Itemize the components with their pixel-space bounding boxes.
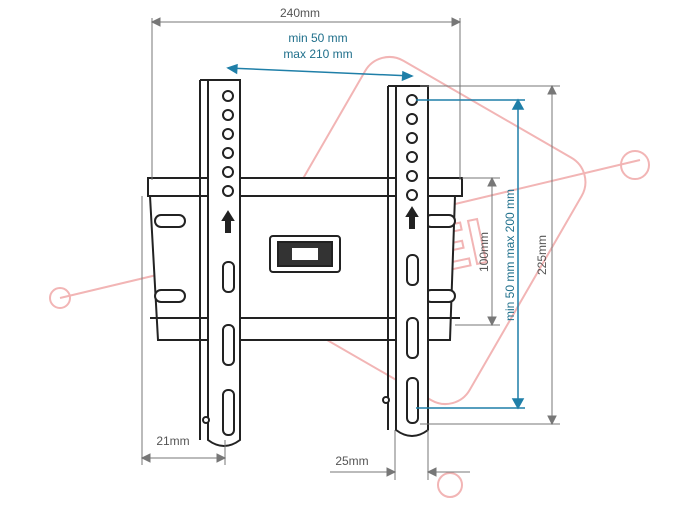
right-arm <box>382 85 429 437</box>
right-arm-slot <box>406 377 419 424</box>
wall-gap-label: 25mm <box>335 454 368 468</box>
left-arm-hole <box>222 109 234 121</box>
left-arm-slot <box>222 389 235 436</box>
overall-height-arrowheads <box>547 84 557 426</box>
right-arm-hole <box>406 94 418 106</box>
overall-width-label: 240mm <box>280 6 320 20</box>
right-arm-slot <box>406 317 419 359</box>
dimension-lines <box>140 17 560 480</box>
right-arm-hole <box>406 170 418 182</box>
right-arm-hole <box>406 132 418 144</box>
left-arm-hole <box>222 185 234 197</box>
wall-slot-right-bottom <box>424 289 456 303</box>
vesa-dimension-lines <box>226 63 525 410</box>
right-arm-screw <box>382 396 390 404</box>
left-arm-hole <box>222 128 234 140</box>
left-arm-screw <box>202 416 210 424</box>
watermark-circle-right <box>620 150 650 180</box>
right-arm-slot <box>406 254 419 286</box>
up-arrow-icon <box>405 206 419 229</box>
overall-height-label: 225mm <box>535 235 549 275</box>
plate-height-arrowheads <box>487 176 497 327</box>
watermark-circle-left <box>49 287 71 309</box>
vesa-horizontal-max-label: max 210 mm <box>283 47 352 61</box>
left-arm-hole <box>222 90 234 102</box>
arm-depth-label: 21mm <box>156 434 189 448</box>
right-arm-hole <box>406 113 418 125</box>
arm-depth-arrowheads <box>140 453 227 463</box>
watermark-frame <box>248 56 587 405</box>
width-arrowheads <box>150 17 462 27</box>
wall-gap-arrowheads <box>386 467 437 477</box>
plate-height-label: 100mm <box>477 232 491 272</box>
wall-slot-left-bottom <box>154 289 186 303</box>
wall-slot-right-top <box>424 214 456 228</box>
watermark-circle-bottom <box>437 472 463 498</box>
left-arm-slot <box>222 261 235 293</box>
left-arm <box>199 79 241 447</box>
bubble-level-window <box>292 248 318 260</box>
left-arm-hole <box>222 166 234 178</box>
vesa-horizontal-min-label: min 50 mm <box>288 31 347 45</box>
right-arm-hole <box>406 151 418 163</box>
vesa-vertical-label: min 50 mm max 200 mm <box>503 189 517 321</box>
left-arm-slot <box>222 324 235 366</box>
wall-slot-left-top <box>154 214 186 228</box>
vesa-horizontal-line <box>227 67 413 77</box>
vesa-vertical-arrowheads <box>511 98 525 410</box>
right-arm-hole <box>406 189 418 201</box>
up-arrow-icon <box>221 210 235 233</box>
vesa-horizontal-arrowheads <box>226 63 414 82</box>
left-arm-hole <box>222 147 234 159</box>
